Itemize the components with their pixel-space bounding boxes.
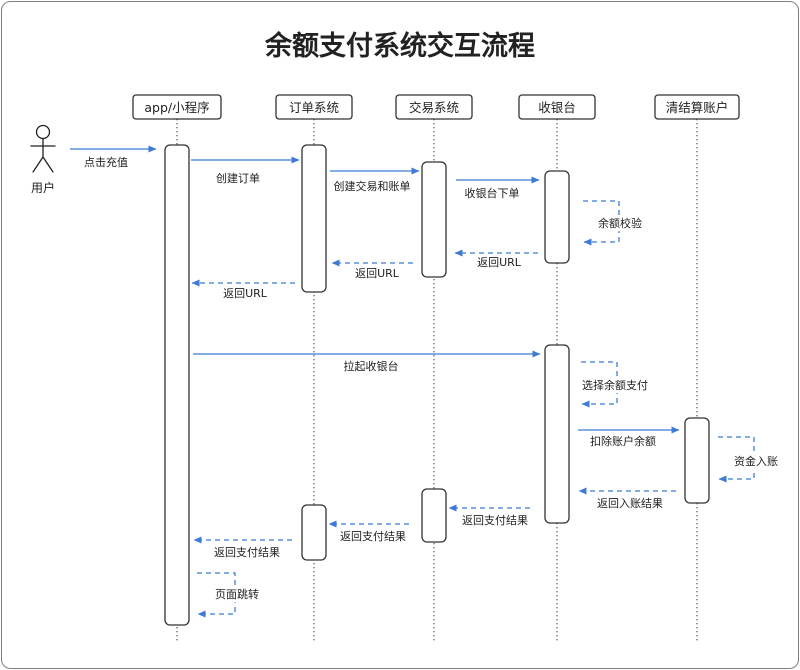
diagram-title: 余额支付系统交互流程 <box>264 30 535 62</box>
message-arrow: 返回支付结果 <box>193 536 292 559</box>
participant-order-system: 订单系统 <box>275 94 353 120</box>
activation-bar-settlement-account <box>684 417 710 504</box>
message-label: 收银台下单 <box>465 186 520 200</box>
message-arrow: 点击充值 <box>70 145 157 169</box>
activation-bar-order-system <box>301 144 327 293</box>
message-arrow: 扣除账户余额 <box>578 426 680 448</box>
activation-bar-cashier <box>544 170 570 264</box>
message-label: 创建订单 <box>216 171 260 185</box>
message-arrow: 收银台下单 <box>456 176 540 200</box>
message-label: 返回支付结果 <box>214 546 280 559</box>
actor-leg-left <box>32 156 44 173</box>
message-arrow: 拉起收银台 <box>193 350 541 373</box>
message-label: 点击充值 <box>84 155 128 169</box>
participant-label: 订单系统 <box>289 100 339 115</box>
message-label: 扣除账户余额 <box>590 434 656 448</box>
actor-leg-right <box>42 156 54 173</box>
participant-label: 收银台 <box>538 100 576 115</box>
message-label: 页面跳转 <box>215 587 259 601</box>
participant-box <box>132 94 222 120</box>
self-call-arrow: 选择余额支付 <box>579 361 651 408</box>
participant-box <box>275 94 353 120</box>
message-arrow: 返回入账结果 <box>578 487 676 510</box>
message-label: 返回URL <box>355 267 400 280</box>
message-arrow: 创建订单 <box>191 156 300 185</box>
participant-box <box>654 94 740 120</box>
user-actor: 用户 <box>30 124 56 195</box>
activation-bar-trade-system <box>421 161 447 278</box>
activation-bar-trade-system <box>421 488 447 543</box>
self-call-line <box>718 436 755 483</box>
message-label: 资金入账 <box>734 454 778 468</box>
message-label: 选择余额支付 <box>582 378 648 392</box>
participant-label: 交易系统 <box>409 100 459 115</box>
participant-settlement-account: 清结算账户 <box>654 94 740 120</box>
participant-trade-system: 交易系统 <box>395 94 473 120</box>
self-call-line <box>581 361 618 408</box>
participant-label: 清结算账户 <box>666 100 729 115</box>
message-arrow: 创建交易和账单 <box>330 167 420 193</box>
activation-bar-order-system <box>301 504 327 561</box>
message-arrow: 返回URL <box>191 279 295 300</box>
message-label: 返回支付结果 <box>462 514 528 527</box>
message-arrow: 返回支付结果 <box>448 504 530 527</box>
message-label: 拉起收银台 <box>344 359 399 373</box>
message-label: 创建交易和账单 <box>334 179 411 193</box>
actor-label: 用户 <box>31 180 55 195</box>
message-arrow: 返回支付结果 <box>328 520 409 543</box>
participant-box <box>518 94 596 120</box>
self-call-arrow: 资金入账 <box>718 436 781 483</box>
message-label: 返回URL <box>477 256 522 269</box>
participant-cashier: 收银台 <box>518 94 596 120</box>
self-call-line <box>197 572 236 618</box>
participant-box <box>395 94 473 120</box>
activation-bar-app <box>164 144 190 626</box>
self-call-arrow: 页面跳转 <box>197 572 262 618</box>
person-icon <box>30 124 56 173</box>
self-call-line <box>583 200 620 246</box>
message-label: 返回入账结果 <box>597 497 663 510</box>
message-label: 返回支付结果 <box>340 530 406 543</box>
message-arrow: 返回URL <box>454 249 538 269</box>
message-label: 余额校验 <box>598 216 642 230</box>
message-label: 返回URL <box>223 287 268 300</box>
message-arrow: 返回URL <box>331 259 413 280</box>
participant-label: app/小程序 <box>144 100 209 115</box>
activation-bar-cashier <box>544 344 570 524</box>
self-call-arrow: 余额校验 <box>583 200 645 246</box>
participant-app: app/小程序 <box>132 94 222 120</box>
